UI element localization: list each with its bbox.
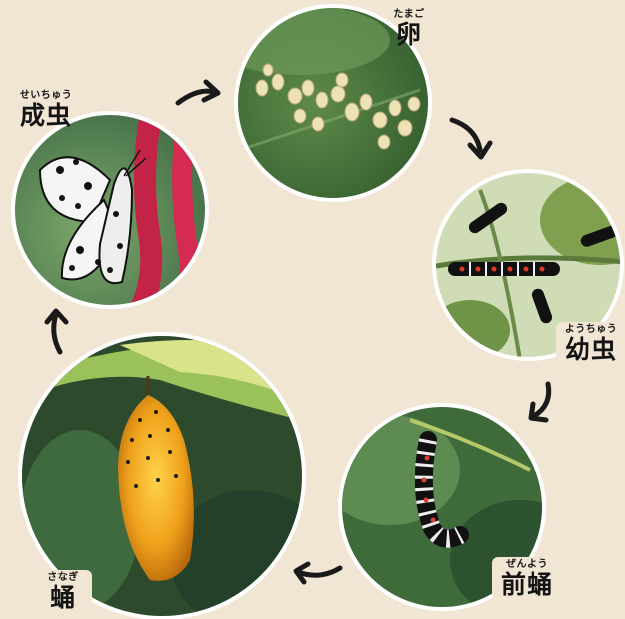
- stage-label-prepupa: ぜんよう 前蛹: [492, 557, 562, 600]
- arrow-prepupa-to-pupa: [296, 564, 340, 582]
- stage-label-pupa: さなぎ 蛹: [34, 570, 92, 613]
- arrow-adult-to-egg: [178, 82, 218, 103]
- stage-title-larva: 幼虫: [560, 336, 622, 364]
- stage-label-larva: ようちゅう 幼虫: [556, 322, 625, 365]
- stage-title-pupa: 蛹: [38, 584, 88, 612]
- arrow-pupa-to-adult: [47, 311, 66, 352]
- stage-title-adult: 成虫: [8, 102, 84, 130]
- arrow-larva-to-prepupa: [531, 384, 549, 420]
- adult-photo: [10, 110, 210, 310]
- stage-title-egg: 卵: [384, 21, 434, 49]
- stage-label-adult: せいちゅう 成虫: [8, 90, 84, 130]
- arrow-egg-to-larva: [452, 120, 490, 157]
- stage-label-egg: たまご 卵: [384, 9, 434, 49]
- stage-title-prepupa: 前蛹: [496, 571, 558, 599]
